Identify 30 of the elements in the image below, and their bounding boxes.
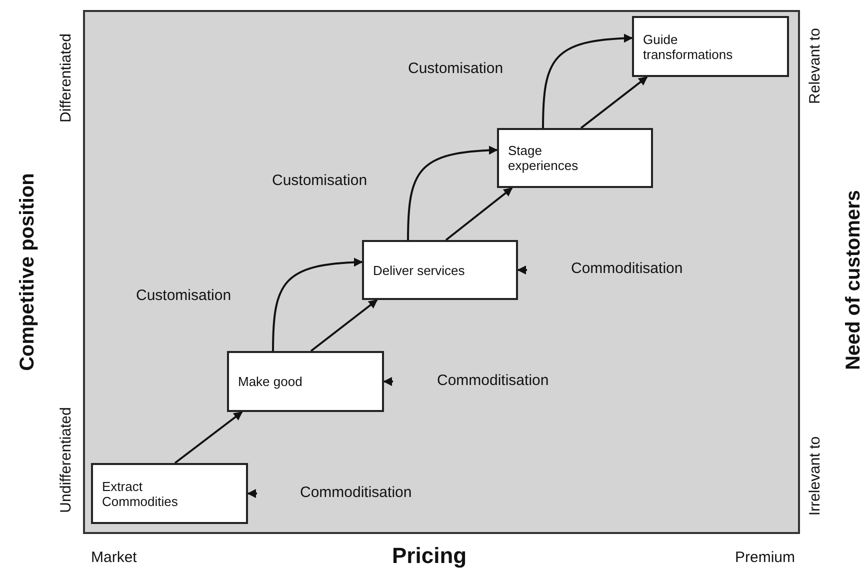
axis-end-label: Premium: [735, 549, 796, 566]
stage-box: Deliver services: [362, 240, 518, 300]
arrowhead: [383, 377, 393, 386]
process-label: Commoditisation: [300, 484, 412, 501]
arrow-label: Customisation: [136, 287, 232, 304]
process-label: Commoditisation: [571, 260, 683, 277]
process-label: Commoditisation: [437, 372, 549, 389]
arrow: [580, 76, 648, 129]
curved-arrow: [272, 258, 363, 352]
arrow: [445, 187, 513, 241]
stage-box: Guide transformations: [632, 16, 789, 77]
arrowhead: [517, 266, 527, 274]
arrow-label: Customisation: [408, 60, 504, 77]
arrow-label: Customisation: [272, 172, 368, 189]
arrow: [174, 411, 243, 464]
stage-box: Make good: [227, 351, 384, 412]
stage-box: Extract Commodities: [91, 463, 248, 524]
axis-end-label: Relevant to: [806, 28, 824, 104]
axis-title: Competitive position: [16, 173, 40, 371]
arrowhead: [247, 489, 257, 498]
curved-arrow: [542, 34, 633, 128]
axis-end-label: Undifferentiated: [58, 407, 74, 513]
axis-title: Pricing: [392, 543, 467, 569]
arrow: [310, 299, 378, 352]
axis-end-label: Differentiated: [58, 34, 74, 122]
curved-arrow: [407, 146, 498, 240]
axis-end-label: Market: [91, 549, 137, 566]
stage-box: Stage experiences: [497, 128, 653, 188]
axis-title: Need of customers: [842, 190, 866, 370]
axis-end-label: Irrelevant to: [806, 436, 824, 516]
